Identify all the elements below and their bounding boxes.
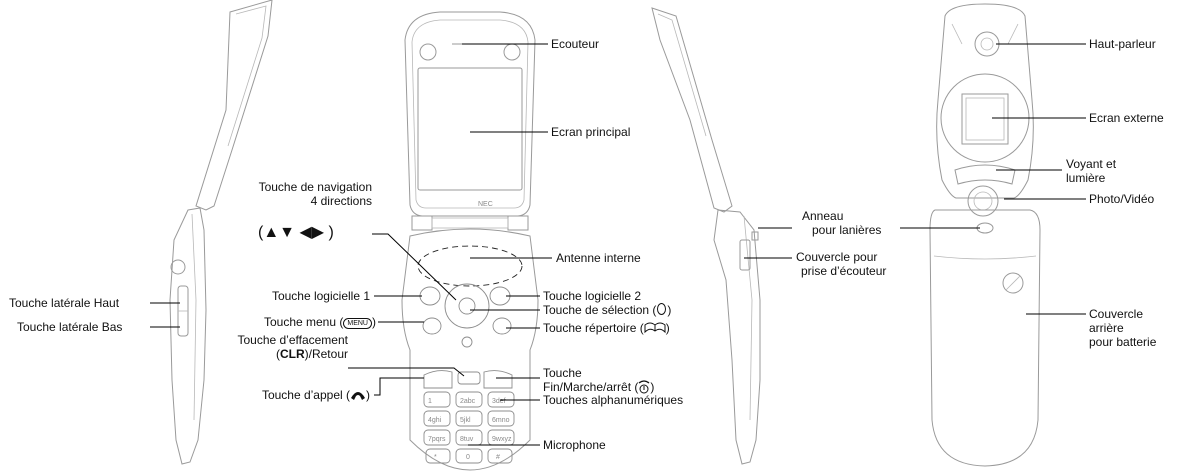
label-touche-repertoire-text: Touche répertoire ( — [543, 321, 644, 335]
label-touche-navigation: Touche de navigation 4 directions — [220, 180, 372, 208]
label-touche-selection-close: ) — [667, 303, 672, 317]
label-touche-navigation-line1: Touche de navigation — [258, 180, 372, 194]
phonebook-icon — [644, 322, 666, 337]
label-touche-laterale-bas: Touche latérale Bas — [17, 320, 123, 334]
label-touche-menu: Touche menu (MENU) — [220, 315, 376, 329]
key-2: 2abc — [460, 398, 476, 405]
label-touche-appel-text: Touche d’appel ( — [261, 388, 350, 402]
label-touche-fin-line1: Touche — [543, 366, 582, 380]
key-6: 6mno — [492, 417, 510, 424]
phone-call-icon — [350, 389, 366, 404]
label-couvercle-batterie: Couvercle arrière pour batterie — [1089, 307, 1156, 349]
label-touche-logicielle-2: Touche logicielle 2 — [543, 289, 642, 303]
label-touche-fin-line2: Fin/Marche/arrêt () — [543, 380, 654, 397]
label-touche-laterale-haut: Touche latérale Haut — [9, 296, 120, 310]
label-couvercle-batterie-line3: pour batterie — [1089, 335, 1157, 349]
label-touche-menu-text: Touche menu ( — [263, 315, 344, 329]
label-touches-alphanumeriques: Touches alphanumériques — [543, 393, 684, 407]
phone-left-side-view — [169, 0, 273, 465]
key-9: 9wxyz — [492, 436, 512, 443]
label-ecran-externe: Ecran externe — [1089, 111, 1164, 125]
label-touche-menu-close: ) — [372, 315, 376, 329]
label-voyant: Voyant et lumière — [1066, 157, 1116, 185]
key-8: 8tuv — [460, 436, 474, 443]
phone-right-side-view — [651, 7, 761, 465]
label-touche-repertoire-close: ) — [665, 321, 670, 335]
power-end-icon — [638, 380, 650, 397]
label-anneau-line2: pour lanières — [812, 223, 882, 237]
label-anneau: Anneau pour lanières — [802, 209, 881, 237]
label-photo-video: Photo/Vidéo — [1089, 192, 1155, 206]
leader-lines — [150, 43, 1086, 446]
label-couvercle-batterie-line2: arrière — [1089, 321, 1124, 335]
label-touche-repertoire: Touche répertoire () — [543, 321, 670, 337]
label-voyant-line1: Voyant et — [1066, 157, 1117, 171]
select-key-icon — [657, 303, 667, 315]
key-4: 4ghi — [428, 417, 442, 424]
label-ecran-principal: Ecran principal — [551, 125, 631, 139]
label-touche-effacement-line2: (CLR)/Retour — [210, 347, 348, 361]
label-touche-selection: Touche de sélection () — [543, 303, 671, 317]
label-touche-selection-text: Touche de sélection ( — [543, 303, 657, 317]
brand-mark: NEC — [478, 201, 493, 208]
label-haut-parleur: Haut-parleur — [1089, 37, 1156, 51]
key-5: 5jkl — [460, 417, 471, 424]
label-ecouteur: Ecouteur — [551, 37, 600, 51]
label-touche-fin-text: Fin/Marche/arrêt ( — [543, 380, 639, 394]
label-navigation-arrows: (▲▼ ◀▶ ) — [258, 224, 334, 241]
key-star: * — [434, 454, 437, 461]
label-touche-navigation-line2: 4 directions — [310, 194, 372, 208]
key-3: 3def — [492, 398, 506, 405]
label-touche-appel-close: ) — [366, 388, 370, 402]
label-couvercle-prise-line2: prise d’écouteur — [801, 264, 887, 278]
label-touche-logicielle-1: Touche logicielle 1 — [271, 289, 370, 303]
key-7: 7pqrs — [428, 436, 446, 443]
label-touche-fin-close: ) — [650, 380, 655, 394]
menu-key-icon: MENU — [343, 318, 372, 329]
key-1: 1 — [428, 398, 432, 405]
key-0: 0 — [466, 454, 470, 461]
label-touche-fin: Touche Fin/Marche/arrêt () — [543, 366, 654, 397]
label-couvercle-prise-line1: Couvercle pour — [796, 250, 878, 264]
phone-back-view — [929, 3, 1041, 467]
label-effacement-open: ( — [275, 347, 280, 361]
phone-front-view: NEC 1 — [401, 11, 539, 471]
key-hash: # — [496, 454, 500, 461]
label-touche-appel: Touche d’appel () — [220, 388, 370, 404]
label-touche-effacement-line1: Touche d’effacement — [237, 333, 348, 347]
label-couvercle-prise: Couvercle pour prise d’écouteur — [796, 250, 886, 278]
label-voyant-line2: lumière — [1066, 171, 1106, 185]
keypad: 1 2abc 3def 4ghi 5jkl 6mno 7pqrs 8tuv 9w… — [423, 391, 515, 464]
label-couvercle-batterie-line1: Couvercle — [1089, 307, 1144, 321]
label-microphone: Microphone — [543, 438, 606, 452]
label-touche-effacement: Touche d’effacement (CLR)/Retour — [210, 333, 348, 361]
clr-key-label: CLR — [279, 347, 305, 361]
label-anneau-line1: Anneau — [802, 209, 844, 223]
label-effacement-close: )/Retour — [304, 347, 348, 361]
label-antenne-interne: Antenne interne — [556, 251, 641, 265]
